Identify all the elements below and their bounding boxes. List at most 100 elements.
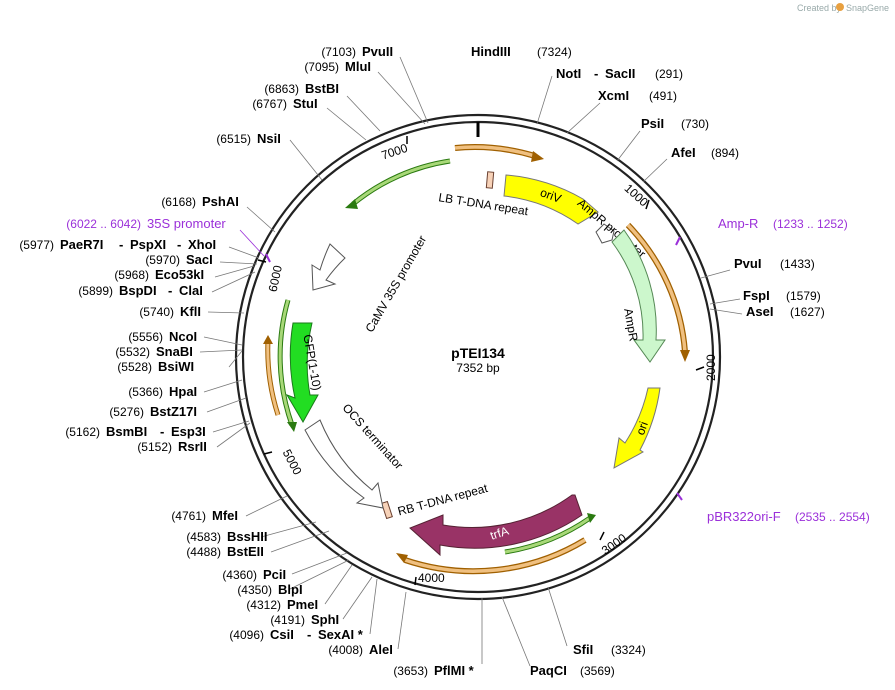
site-label-sacii: SacII xyxy=(605,66,635,81)
tick-label-5000: 5000 xyxy=(280,447,305,477)
site-label-alei: AleI xyxy=(369,642,393,657)
site-label-rsrii: RsrII xyxy=(178,439,207,454)
site-label-snabi: SnaBI xyxy=(156,344,193,359)
svg-text:(1433): (1433) xyxy=(780,257,815,271)
svg-text:(1579): (1579) xyxy=(786,289,821,303)
primer-label-ampr: Amp-R xyxy=(718,216,758,231)
svg-text:(4312): (4312) xyxy=(246,598,281,612)
site-label-blpi: BlpI xyxy=(278,582,303,597)
svg-text:(1233 .. 1252): (1233 .. 1252) xyxy=(773,217,848,231)
site-label-pcii: PciI xyxy=(263,567,286,582)
svg-text:(5556): (5556) xyxy=(128,330,163,344)
svg-text:(5366): (5366) xyxy=(128,385,163,399)
feature-label-rb: RB T-DNA repeat xyxy=(396,481,490,519)
site-label-xcmi: XcmI xyxy=(598,88,629,103)
feature-label-ori: ori xyxy=(633,420,651,437)
svg-text:(3569): (3569) xyxy=(580,664,615,678)
site-label-sphi: SphI xyxy=(311,612,339,627)
ori-feature xyxy=(613,387,661,469)
svg-text:(4350): (4350) xyxy=(237,583,272,597)
svg-text:(4360): (4360) xyxy=(222,568,257,582)
svg-text:(1627): (1627) xyxy=(790,305,825,319)
svg-text:(3653): (3653) xyxy=(393,664,428,678)
svg-text:(5532): (5532) xyxy=(115,345,150,359)
tick-label-6000: 6000 xyxy=(266,264,285,293)
site-label-fspi: FspI xyxy=(743,288,770,303)
svg-text:(491): (491) xyxy=(649,89,677,103)
svg-text:(6863): (6863) xyxy=(264,82,299,96)
site-label-psii: PsiI xyxy=(641,116,664,131)
site-label-sfii: SfiI xyxy=(573,642,593,657)
brand-created-by: Created by xyxy=(797,3,842,13)
svg-text:-: - xyxy=(594,66,598,81)
site-label-xhoi: XhoI xyxy=(188,237,216,252)
site-label-mlui: MluI xyxy=(345,59,371,74)
primer-mark-ampr xyxy=(675,236,681,246)
svg-text:(7103): (7103) xyxy=(321,45,356,59)
ampr-feature xyxy=(611,229,666,363)
feature-label-oriv: oriV xyxy=(538,185,563,205)
svg-text:-: - xyxy=(168,283,172,298)
site-label-mfei: MfeI xyxy=(212,508,238,523)
svg-text:(7324): (7324) xyxy=(537,45,572,59)
svg-text:(6022 .. 6042): (6022 .. 6042) xyxy=(66,217,141,231)
rb-tdna-box xyxy=(381,500,393,520)
site-label-pshai: PshAI xyxy=(202,194,239,209)
site-label-stui: StuI xyxy=(293,96,318,111)
backbone-outer xyxy=(234,113,722,601)
svg-text:(5899): (5899) xyxy=(78,284,113,298)
site-label-pmei: PmeI xyxy=(287,597,318,612)
ocs-terminator-feature xyxy=(304,419,384,509)
tick-label-4000: 4000 xyxy=(418,571,445,585)
svg-text:(4096): (4096) xyxy=(229,628,264,642)
svg-text:(894): (894) xyxy=(711,146,739,160)
svg-text:(5970): (5970) xyxy=(145,253,180,267)
svg-text:(6168): (6168) xyxy=(161,195,196,209)
site-label-noti: NotI xyxy=(556,66,581,81)
primer-label-pbr: pBR322ori-F xyxy=(707,509,781,524)
svg-text:(3324): (3324) xyxy=(611,643,646,657)
svg-text:-: - xyxy=(160,424,164,439)
svg-text:(4583): (4583) xyxy=(186,530,221,544)
primer-mark-35s xyxy=(265,253,271,263)
tick-marks xyxy=(257,136,705,586)
site-label-asei: AseI xyxy=(746,304,773,319)
oriv-feature xyxy=(503,174,599,225)
site-label-pvui: PvuI xyxy=(734,256,761,271)
gfp-feature xyxy=(285,322,319,424)
feature-label-ocs: OCS terminator xyxy=(340,401,406,472)
svg-text:-: - xyxy=(307,627,311,642)
svg-text:(291): (291) xyxy=(655,67,683,81)
snapgene-logo-icon xyxy=(836,3,844,11)
site-label-bspdi: BspDI xyxy=(119,283,157,298)
site-label-pflmi: PflMI * xyxy=(434,663,475,678)
tick-label-2000: 2000 xyxy=(704,354,718,381)
site-label-hindiii: HindIII xyxy=(471,44,511,59)
site-label-bsmbi: BsmBI xyxy=(106,424,147,439)
site-label-esp3i: Esp3I xyxy=(171,424,206,439)
svg-text:(730): (730) xyxy=(681,117,709,131)
site-labels-right: PaqCI (3569) SfiI (3324) HindIII (7324) … xyxy=(471,44,870,678)
svg-text:(4191): (4191) xyxy=(270,613,305,627)
site-label-eco53ki: Eco53kI xyxy=(155,267,204,282)
primer-mark-pbr xyxy=(676,492,683,501)
site-leader-lines xyxy=(199,56,743,667)
svg-text:(6515): (6515) xyxy=(216,132,251,146)
plasmid-size: 7352 bp xyxy=(456,361,500,375)
svg-text:(5968): (5968) xyxy=(114,268,149,282)
site-label-bsshii: BssHII xyxy=(227,529,267,544)
svg-text:(5276): (5276) xyxy=(109,405,144,419)
site-labels-left: (7103) PvuII (7095) MluI (6863) BstBI (6… xyxy=(19,44,474,678)
svg-text:(5152): (5152) xyxy=(137,440,172,454)
site-label-bsiwi: BsiWI xyxy=(158,359,194,374)
site-label-paqci: PaqCI xyxy=(530,663,567,678)
lb-tdna-box xyxy=(485,171,495,189)
site-label-paer7i: PaeR7I xyxy=(60,237,103,252)
trfa-feature xyxy=(409,494,583,557)
svg-text:(4761): (4761) xyxy=(171,509,206,523)
site-label-nsii: NsiI xyxy=(257,131,281,146)
svg-text:(5977): (5977) xyxy=(19,238,54,252)
ampr-promoter-feature xyxy=(595,223,615,244)
orf-arc-top-left xyxy=(351,158,451,206)
